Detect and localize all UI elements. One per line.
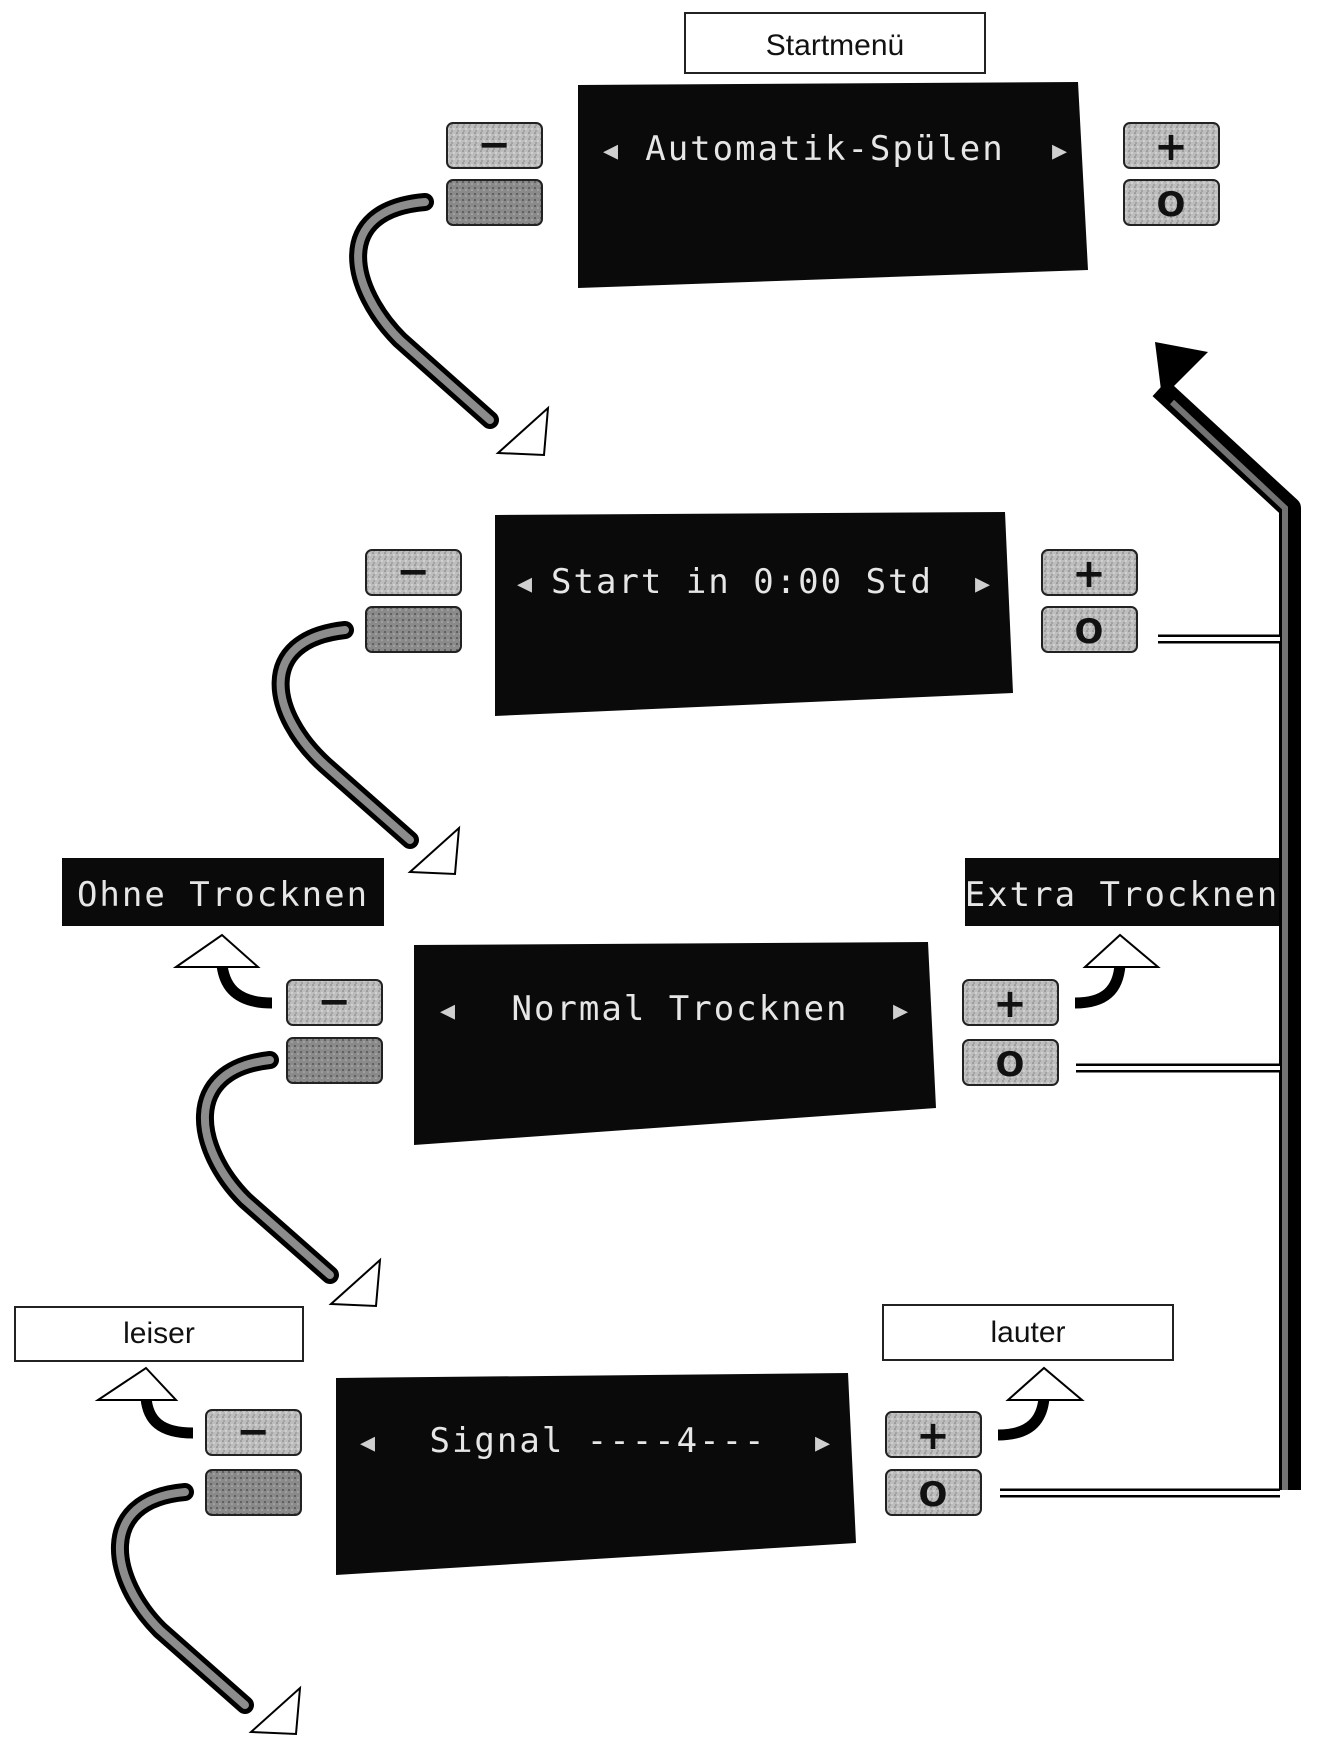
lcd-display-trocknen	[414, 942, 936, 1145]
plus-button[interactable]: +	[1123, 122, 1220, 170]
arrow-to-ohne-trocknen	[172, 933, 273, 1009]
screen-signal: leiser lauter ◂ Signal ----4--- ▸ − + O	[14, 1304, 1174, 1575]
nav-left-arrow: ◂	[440, 993, 455, 1028]
lauter-label: lauter	[990, 1316, 1065, 1349]
ohne-trocknen-label: Ohne Trocknen	[77, 875, 369, 915]
plus-symbol: +	[1154, 124, 1188, 170]
extra-trocknen-label: Extra Trocknen	[965, 875, 1280, 915]
flow-arrow-2-to-3	[271, 621, 461, 876]
down-button[interactable]	[286, 1037, 383, 1084]
minus-symbol: −	[477, 122, 511, 168]
return-arrowhead	[1155, 342, 1208, 398]
minus-button[interactable]: −	[286, 979, 383, 1026]
arrow-to-leiser	[94, 1366, 194, 1439]
minus-symbol: −	[236, 1409, 270, 1455]
lcd-text-automatik: Automatik-Spülen	[645, 129, 1005, 169]
arrow-to-extra-trocknen	[1074, 933, 1161, 1009]
lcd-display-start-delay	[495, 512, 1013, 716]
nav-left-arrow: ◂	[603, 133, 618, 168]
minus-symbol: −	[317, 979, 351, 1025]
ohne-trocknen-label-box	[62, 858, 384, 926]
ok-button[interactable]: O	[1041, 606, 1138, 653]
leiser-label-box	[14, 1306, 304, 1362]
flow-arrow-4-to-next	[111, 1483, 302, 1736]
screen-trocknen: Ohne Trocknen Extra Trocknen ◂ Normal Tr…	[62, 858, 1280, 1145]
lcd-display-automatik	[578, 82, 1088, 288]
start-menu-label: Startmenü	[766, 29, 904, 62]
screen-start-delay: ◂ Start in 0:00 Std ▸ − + O	[365, 512, 1138, 716]
lcd-display-signal	[336, 1373, 856, 1575]
nav-right-arrow: ▸	[893, 993, 908, 1028]
nav-right-arrow: ▸	[815, 1425, 830, 1460]
start-menu-label-box: Startmenü	[684, 12, 986, 74]
plus-symbol: +	[1072, 551, 1106, 597]
screen-automatik: ◂ Automatik-Spülen ▸ − + O	[446, 82, 1220, 288]
lcd-text-signal: Signal ----4---	[429, 1421, 766, 1461]
ok-button[interactable]: O	[885, 1469, 982, 1516]
minus-button[interactable]: −	[446, 122, 543, 169]
ok-symbol: O	[996, 1045, 1025, 1085]
leiser-label: leiser	[123, 1317, 195, 1350]
arrow-to-lauter	[997, 1366, 1085, 1441]
lauter-label-box	[882, 1304, 1174, 1361]
flow-arrow-3-to-4	[196, 1051, 382, 1308]
minus-symbol: −	[396, 549, 430, 595]
down-button[interactable]	[446, 179, 543, 226]
ok-symbol: O	[1157, 185, 1186, 225]
down-button[interactable]	[365, 606, 462, 653]
plus-symbol: +	[993, 981, 1027, 1027]
lcd-text-trocknen: Normal Trocknen	[511, 989, 848, 1029]
ok-symbol: O	[1075, 612, 1104, 652]
nav-left-arrow: ◂	[517, 566, 532, 601]
flow-arrow-1-to-2	[349, 193, 550, 457]
plus-symbol: +	[916, 1413, 950, 1459]
nav-right-arrow: ▸	[1052, 133, 1067, 168]
plus-button[interactable]: +	[1041, 549, 1138, 597]
minus-button[interactable]: −	[205, 1409, 302, 1456]
return-to-start-line	[1000, 342, 1301, 1498]
nav-left-arrow: ◂	[360, 1425, 375, 1460]
plus-button[interactable]: +	[962, 979, 1059, 1027]
ok-button[interactable]: O	[1123, 179, 1220, 226]
ok-symbol: O	[919, 1475, 948, 1515]
extra-trocknen-label-box	[965, 858, 1280, 926]
lcd-text-start-delay: Start in 0:00 Std	[551, 562, 933, 602]
nav-right-arrow: ▸	[975, 566, 990, 601]
ok-button[interactable]: O	[962, 1039, 1059, 1086]
plus-button[interactable]: +	[885, 1411, 982, 1459]
minus-button[interactable]: −	[365, 549, 462, 596]
down-button[interactable]	[205, 1469, 302, 1516]
